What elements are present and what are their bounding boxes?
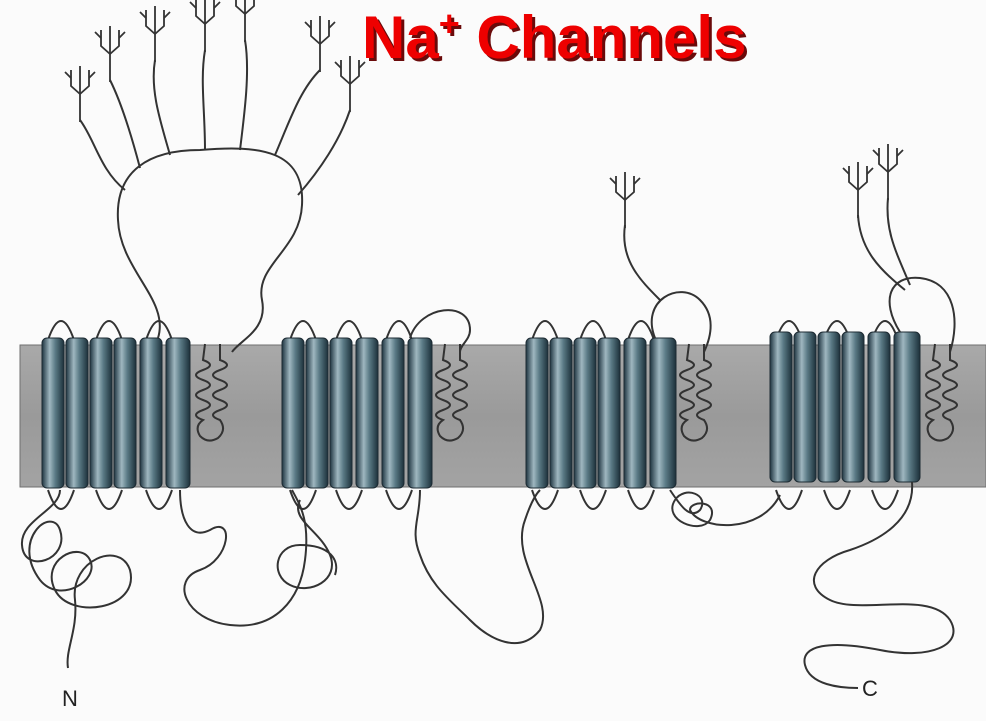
c-terminus-tail xyxy=(804,482,953,688)
domain-4-helices xyxy=(770,332,920,482)
linker-3-4 xyxy=(670,490,780,526)
lipid-membrane xyxy=(20,345,986,487)
domain-1-glycosylated-loop xyxy=(118,149,302,352)
linker-2-3 xyxy=(416,490,544,643)
domain-2-helices xyxy=(282,338,432,488)
domain-1-helices xyxy=(42,338,190,488)
domain-3-helices xyxy=(526,338,676,488)
c-terminus-label: C xyxy=(862,676,878,702)
n-terminus-tail xyxy=(22,490,131,668)
n-terminus-label: N xyxy=(62,686,78,712)
linker-1-2 xyxy=(180,490,306,626)
domain-1-sugar-stalks xyxy=(80,40,350,195)
